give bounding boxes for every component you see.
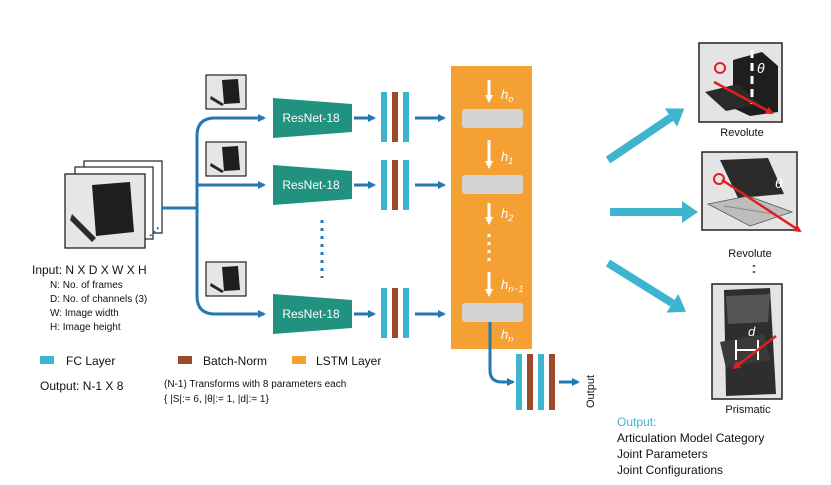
lstm-cell [462, 303, 523, 322]
hidden-state-label: h2 [501, 206, 513, 223]
input-legend-w: W: Image width [50, 308, 119, 319]
theta-symbol: θ [775, 175, 783, 191]
result-prismatic-drawer: d [711, 283, 783, 400]
hidden-state-label: hn−1 [501, 277, 524, 294]
resnet-label: ResNet-18 [282, 178, 340, 192]
output-layer-stack [516, 354, 555, 410]
branch-arrows [162, 114, 266, 318]
resnet-block: ResNet-18 [273, 98, 352, 138]
frame-thumbnail [205, 141, 247, 177]
lstm-column: ho h1 h2 hn−1 hn [451, 66, 532, 349]
resnet-out-arrows [354, 114, 376, 318]
input-legend-h: H: Image height [50, 322, 121, 333]
resnet-label: ResNet-18 [282, 307, 340, 321]
fc-bn-stack [381, 288, 409, 338]
theta-symbol: θ [757, 60, 765, 76]
result-arrows [605, 108, 698, 313]
lstm-output-arrow [488, 322, 515, 386]
frame-thumbnail [205, 261, 247, 297]
result-label-revolute: Revolute [728, 248, 771, 260]
legend-bn: Batch-Norm [203, 354, 267, 368]
fc-bn-stack [381, 92, 409, 142]
result-revolute-cabinet: θ [698, 42, 783, 123]
input-legend-d: D: No. of channels (3) [50, 294, 147, 305]
result-label-revolute: Revolute [720, 127, 763, 139]
frame-thumbnail [205, 74, 247, 110]
legend: FC Layer Batch-Norm LSTM Layer [40, 354, 381, 368]
result-revolute-laptop: θ [701, 151, 802, 233]
to-lstm-arrows [415, 114, 446, 318]
input-frame-stack [64, 160, 163, 249]
input-title: Input: N X D X W X H [32, 263, 147, 277]
output-item: Articulation Model Category [617, 431, 764, 445]
fc-bn-stack [381, 160, 409, 210]
legend-fc: FC Layer [66, 354, 115, 368]
resnet-label: ResNet-18 [282, 111, 340, 125]
output-item: Joint Parameters [617, 447, 708, 461]
resnet-block: ResNet-18 [273, 294, 352, 334]
d-symbol: d [748, 324, 756, 339]
legend-lstm: LSTM Layer [316, 354, 381, 368]
hidden-state-label: hn [501, 327, 513, 344]
transforms-note: (N-1) Transforms with 8 parameters each [164, 379, 346, 390]
output-item: Joint Configurations [617, 463, 723, 477]
result-label-prismatic: Prismatic [725, 404, 771, 416]
output-shape: Output: N-1 X 8 [40, 379, 124, 393]
lstm-cell [462, 109, 523, 128]
hidden-state-label: h1 [501, 149, 513, 166]
output-label: Output [585, 375, 597, 408]
hidden-state-label: ho [501, 87, 513, 104]
lstm-cell [462, 175, 523, 194]
constraints-note: { |S|:= 6, |θ|:= 1, |d|:= 1} [164, 394, 269, 405]
output-heading: Output: [617, 415, 656, 429]
input-legend-n: N: No. of frames [50, 280, 123, 291]
resnet-block: ResNet-18 [273, 165, 352, 205]
